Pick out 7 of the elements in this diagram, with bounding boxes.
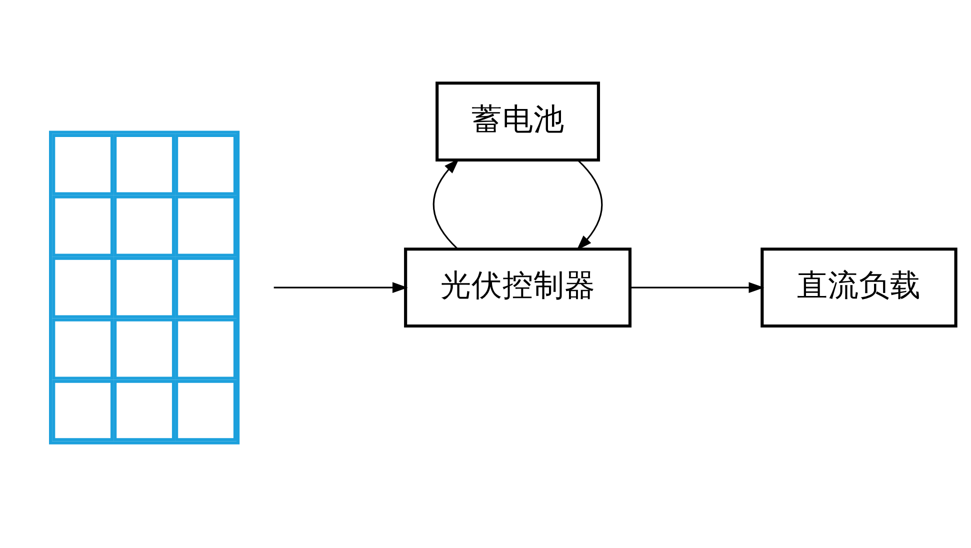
arrow [274, 282, 408, 292]
arrow [576, 159, 603, 250]
arrow [630, 282, 764, 292]
node-box: 蓄电池 [436, 81, 600, 162]
picture [49, 130, 240, 444]
node-box: 直流负载 [760, 247, 958, 328]
node-box: 光伏控制器 [404, 247, 632, 328]
